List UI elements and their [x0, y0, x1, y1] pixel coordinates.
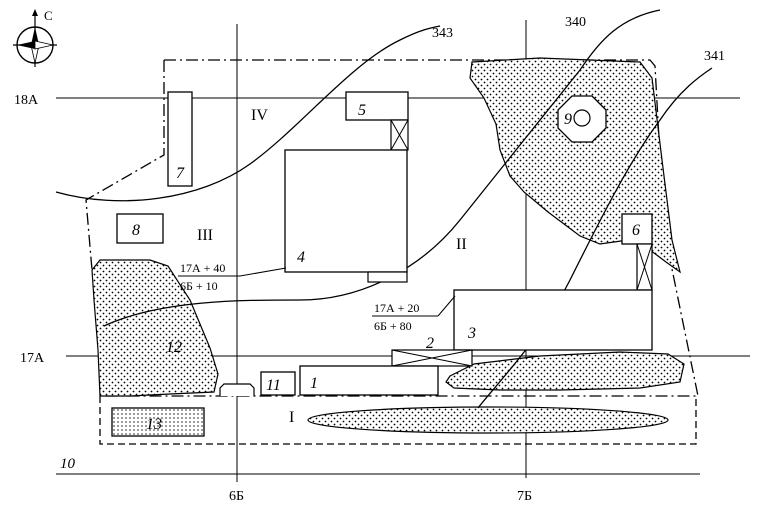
grid-label-17a: 17А — [20, 351, 45, 366]
contour-line-340 — [103, 9, 661, 327]
coord-4-north: 17А + 40 — [180, 261, 225, 275]
contour-label-343: 343 — [432, 26, 453, 41]
grid-label-18a: 18А — [14, 93, 39, 108]
zone-label-i: I — [289, 409, 294, 426]
building-label-8: 8 — [132, 222, 140, 239]
grid-label-7b: 7Б — [517, 489, 532, 504]
grid-label-6b: 6Б — [229, 489, 244, 504]
building-4 — [284, 149, 408, 273]
building-13 — [111, 407, 205, 437]
building-label-12: 12 — [166, 339, 182, 356]
building-6 — [621, 213, 653, 245]
coord-4-east: 6Б + 10 — [180, 279, 218, 293]
building-3 — [453, 289, 653, 351]
building-label-5: 5 — [358, 102, 366, 119]
compass-north-label: С — [44, 8, 53, 23]
building-5 — [345, 91, 409, 121]
contour-label-340: 340 — [565, 15, 586, 30]
coord-4-leader — [239, 267, 287, 277]
building-label-11: 11 — [266, 377, 281, 394]
building-label-4: 4 — [297, 249, 305, 266]
building-8 — [116, 213, 164, 244]
building-7 — [167, 91, 193, 187]
building-label-2: 2 — [426, 335, 434, 352]
building-label-9: 9 — [564, 111, 572, 128]
contour-label-341: 341 — [704, 49, 725, 64]
contour-line-341 — [477, 67, 713, 409]
dotted-area-12 — [91, 259, 219, 397]
building-label-7: 7 — [176, 165, 185, 182]
gate-structure — [219, 383, 255, 396]
contour-line-343 — [55, 25, 441, 202]
building-label-3: 3 — [467, 325, 476, 342]
building-label-13: 13 — [146, 416, 162, 433]
site-boundary-west — [85, 60, 165, 271]
coord-3-leader — [437, 295, 456, 317]
building-11 — [260, 371, 296, 396]
lower-zone-boundary — [99, 396, 697, 445]
coord-3-east: 6Б + 80 — [374, 319, 412, 333]
dotted-ellipse-zone-i — [307, 406, 669, 434]
zone-label-ii: II — [456, 236, 467, 253]
zone-label-iv: IV — [251, 107, 268, 124]
building-4-annex — [367, 271, 408, 283]
compass-rose-icon — [13, 9, 57, 67]
building-label-1: 1 — [310, 375, 318, 392]
coord-3-north: 17А + 20 — [374, 301, 419, 315]
boundary-label-10: 10 — [60, 456, 76, 472]
tank-icon — [573, 109, 591, 127]
building-1 — [299, 365, 439, 396]
zone-label-iii: III — [197, 227, 213, 244]
building-label-6: 6 — [632, 222, 640, 239]
dotted-area-east-strip — [445, 351, 685, 391]
